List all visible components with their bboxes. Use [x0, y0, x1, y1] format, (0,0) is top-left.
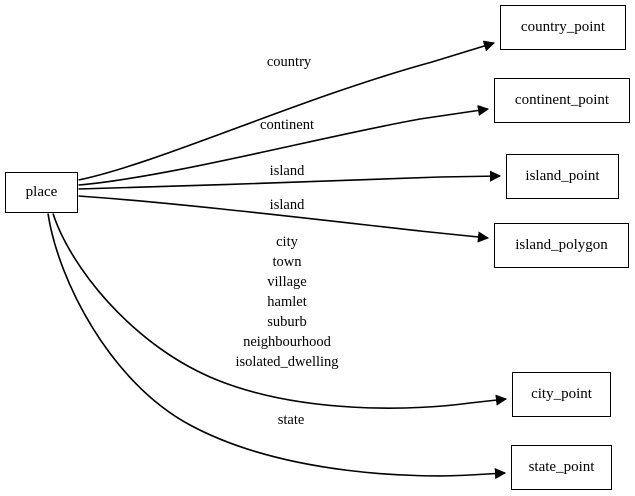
node-country-point[interactable]: country_point	[500, 5, 626, 50]
node-continent-point[interactable]: continent_point	[494, 78, 630, 123]
edge-place-city_point	[52, 213, 508, 409]
edge-place-state_point	[47, 213, 507, 480]
node-state-point[interactable]: state_point	[511, 445, 612, 490]
node-continent-point-label: continent_point	[514, 92, 610, 108]
edge-label-island-polygon: island	[269, 197, 305, 213]
edge-label-state: state	[277, 412, 305, 428]
edge-label-continent: continent	[260, 117, 314, 133]
edge-label-city-place-types: city town village hamlet suburb neighbou…	[235, 234, 339, 370]
node-island-polygon-label: island_polygon	[515, 237, 608, 253]
node-city-point-label: city_point	[531, 386, 592, 402]
edge-label-island-point: island	[269, 163, 305, 179]
edge-place-continent_point	[78, 104, 490, 186]
edge-label-country: country	[266, 54, 312, 70]
node-country-point-label: country_point	[520, 19, 606, 35]
edge-place-island_point	[78, 170, 502, 190]
node-city-point[interactable]: city_point	[512, 372, 611, 417]
node-state-point-label: state_point	[528, 459, 595, 475]
node-place[interactable]: place	[5, 172, 78, 213]
edge-place-island_polygon	[78, 195, 490, 243]
edge-place-country_point	[78, 40, 496, 181]
node-island-point[interactable]: island_point	[506, 154, 619, 199]
node-place-label: place	[25, 184, 58, 200]
node-island-polygon[interactable]: island_polygon	[494, 223, 629, 268]
node-island-point-label: island_point	[525, 168, 600, 184]
